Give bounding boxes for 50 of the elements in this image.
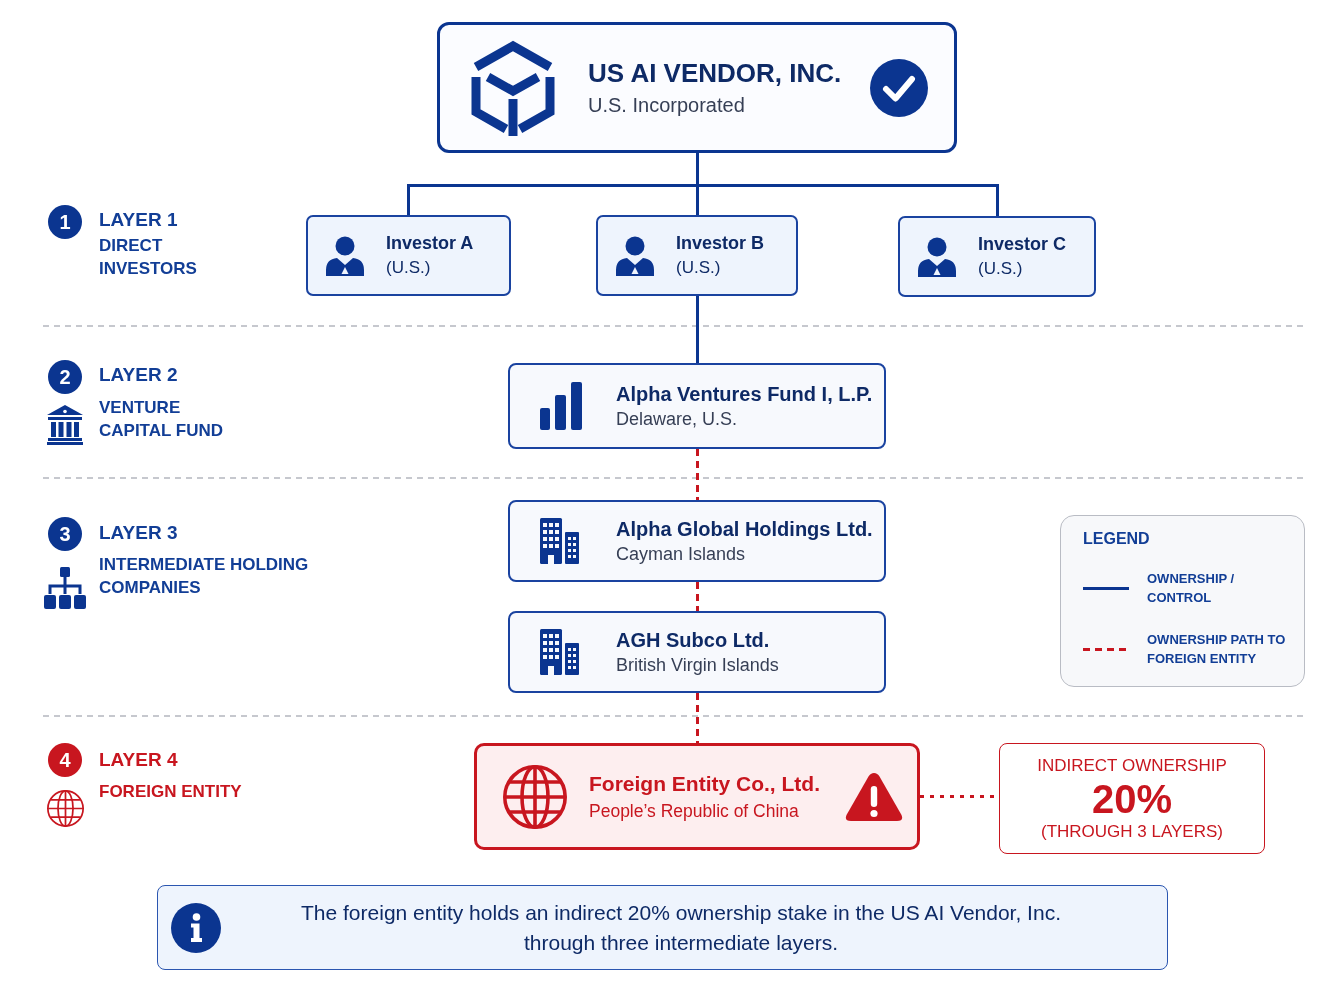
dashed-connector-line bbox=[696, 582, 699, 611]
jurisdiction-text: Delaware, U.S. bbox=[616, 408, 739, 431]
country-text: (U.S.) bbox=[386, 257, 432, 279]
layer-title: LAYER 3 bbox=[99, 521, 178, 545]
company-name: US AI VENDOR, INC. bbox=[588, 56, 843, 89]
investor-box bbox=[306, 215, 511, 296]
layer-number: 1 bbox=[48, 205, 82, 239]
country-text: (U.S.) bbox=[978, 258, 1024, 280]
investor-name: Investor B bbox=[676, 232, 765, 255]
jurisdiction-text: British Virgin Islands bbox=[616, 654, 779, 677]
layer-description: DIRECT INVESTORS bbox=[99, 235, 198, 280]
legend-text: OWNERSHIP PATH TO FOREIGN ENTITY bbox=[1147, 631, 1287, 668]
ownership-percentage: 20% bbox=[1091, 776, 1173, 821]
info-note-box bbox=[157, 885, 1168, 970]
ownership-heading: INDIRECT OWNERSHIP bbox=[1037, 754, 1227, 777]
layer-description: FOREIGN ENTITY bbox=[99, 781, 243, 803]
legend-title: LEGEND bbox=[1083, 529, 1151, 549]
legend-text: OWNERSHIP / CONTROL bbox=[1147, 570, 1236, 607]
layer-number: 3 bbox=[48, 517, 82, 551]
holding-company-box bbox=[508, 611, 886, 693]
foreign-entity-box bbox=[474, 743, 920, 850]
country-text: (U.S.) bbox=[676, 257, 722, 279]
company-box bbox=[437, 22, 957, 153]
jurisdiction-text: People’s Republic of China bbox=[589, 799, 800, 823]
entity-name: Foreign Entity Co., Ltd. bbox=[589, 770, 821, 797]
layer-number: 2 bbox=[48, 360, 82, 394]
layer-title: LAYER 1 bbox=[99, 208, 178, 232]
entity-name: AGH Subco Ltd. bbox=[616, 628, 771, 653]
fund-box bbox=[508, 363, 886, 449]
investor-box bbox=[898, 216, 1096, 297]
layer-description: INTERMEDIATE HOLDING COMPANIES bbox=[99, 554, 310, 599]
note-text: The foreign entity holds an indirect 20% ownership stake in the US AI Vendor, Inc. through three intermediate layers. bbox=[300, 899, 1062, 956]
ownership-callout-box bbox=[999, 743, 1265, 854]
ownership-note: (THROUGH 3 LAYERS) bbox=[1041, 820, 1223, 843]
layer-number: 4 bbox=[48, 743, 82, 777]
dashed-connector-line bbox=[696, 449, 699, 500]
incorporation-text: U.S. Incorporated bbox=[588, 92, 746, 118]
dashed-connector-line bbox=[696, 693, 699, 743]
investor-name: Investor A bbox=[386, 232, 474, 255]
layer-title: LAYER 2 bbox=[99, 363, 178, 387]
investor-name: Investor C bbox=[978, 233, 1067, 256]
jurisdiction-text: Cayman Islands bbox=[616, 543, 747, 566]
layer-title: LAYER 4 bbox=[99, 748, 178, 772]
investor-box bbox=[596, 215, 798, 296]
layer-description: VENTURE CAPITAL FUND bbox=[99, 397, 225, 442]
connector-line bbox=[696, 296, 699, 363]
entity-name: Alpha Global Holdings Ltd. bbox=[616, 517, 873, 542]
holding-company-box bbox=[508, 500, 886, 582]
entity-name: Alpha Ventures Fund I, L.P. bbox=[616, 382, 873, 407]
connector-line bbox=[696, 153, 999, 216]
